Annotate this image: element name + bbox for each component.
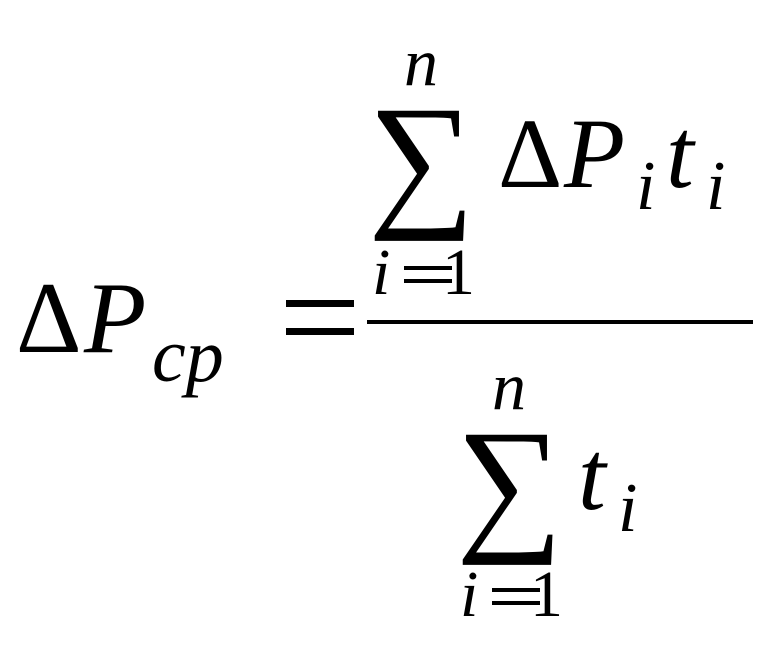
numerator-term-factor: t <box>666 98 694 209</box>
numerator-lower-index: i <box>372 236 391 309</box>
denominator-term-factor-subscript: i <box>618 470 638 547</box>
numerator-sum-icon: ∑ <box>368 76 475 242</box>
equals-sign-text: = <box>300 290 306 300</box>
numerator-term-symbol-subscript: i <box>636 148 656 225</box>
equals-sign-bottom-bar <box>286 328 354 335</box>
numerator-term-symbol: P <box>564 98 626 209</box>
denominator-lower-equals <box>492 578 540 614</box>
denominator-upper-limit: n <box>492 348 526 424</box>
denominator-lower-index: i <box>460 558 479 631</box>
numerator-lower-equals <box>404 256 452 292</box>
numerator-upper-limit: n <box>404 24 438 100</box>
equals-sign-top-bar <box>286 300 354 307</box>
numerator-term-factor-subscript: i <box>706 148 726 225</box>
denominator-lower-value: 1 <box>530 558 563 631</box>
lhs-delta: Δ <box>16 262 82 375</box>
numerator-term-delta: Δ <box>498 98 563 209</box>
numerator-lower-value: 1 <box>442 236 475 309</box>
lhs-symbol: P <box>84 262 147 375</box>
lhs-subscript: cp <box>152 314 224 398</box>
fraction-bar <box>367 320 753 324</box>
denominator-sum-icon: ∑ <box>456 400 563 566</box>
denominator-term-factor: t <box>578 420 606 531</box>
